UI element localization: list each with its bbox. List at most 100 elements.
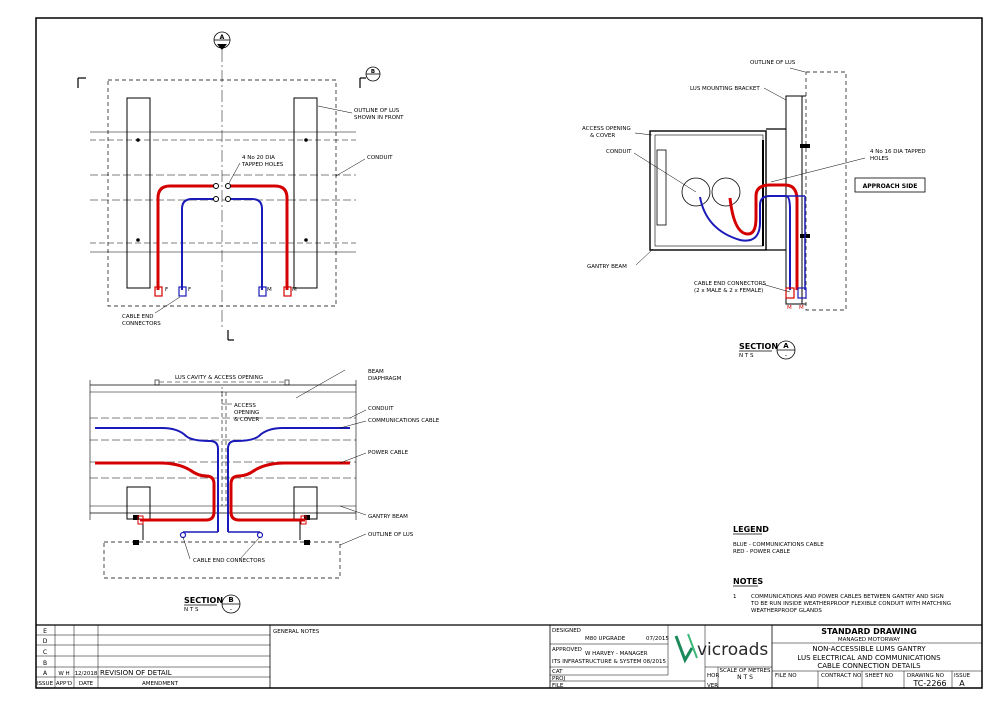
cable-end-label: CABLE END CONNECTORS — [193, 558, 265, 564]
outline-lus-label: OUTLINE OF LUS — [368, 532, 414, 538]
section-a-title: SECTION — [739, 342, 778, 351]
proj-label: PROJ — [552, 676, 565, 682]
note-line-2: TO BE RUN INSIDE WEATHERPROOF FLEXIBLE C… — [750, 601, 951, 607]
cable-end-label-2: (2 x MALE & 2 x FEMALE) — [694, 288, 763, 294]
access-opening-label-3: & COVER — [234, 417, 259, 423]
vicroads-logo-text: vicroads — [697, 640, 768, 660]
comms-cable-label: COMMUNICATIONS CABLE — [368, 418, 440, 424]
drawing-title-1: NON-ACCESSIBLE LUMS GANTRY — [812, 645, 926, 653]
designed-value: M80 UPGRADE — [585, 636, 626, 642]
header-date: DATE — [79, 681, 94, 687]
notes: NOTES 1 COMMUNICATIONS AND POWER CABLES … — [733, 577, 951, 614]
issue-value: A — [959, 679, 965, 688]
access-opening-label-2: OPENING — [234, 410, 259, 416]
legend-red: RED - POWER CABLE — [733, 549, 791, 555]
female-label: F — [165, 287, 168, 293]
note-line-3: WEATHERPROOF GLANDS — [751, 608, 822, 614]
male-label: M — [787, 305, 792, 311]
section-a-view: M M OUTLINE OF LUS LUS MOUNTING BRACKET … — [582, 60, 926, 360]
lus-cavity-label: LUS CAVITY & ACCESS OPENING — [175, 375, 263, 381]
mounting-bracket-right — [293, 97, 318, 289]
header-appd: APP'D — [56, 681, 72, 687]
approach-side-label: APPROACH SIDE — [863, 183, 918, 190]
hor-label: HOR — [707, 673, 719, 679]
section-a-scale: N T S — [739, 353, 754, 359]
gantry-beam-section — [649, 130, 767, 251]
gantry-beam-label: GANTRY BEAM — [368, 514, 408, 520]
designed-label: DESIGNED — [552, 628, 581, 634]
issue-a-amendment: REVISION OF DETAIL — [100, 669, 172, 677]
issue-a-appd: W H — [58, 671, 69, 677]
legend-title: LEGEND — [733, 525, 769, 534]
comms-cable-left — [95, 427, 219, 532]
access-opening-label-2: & COVER — [590, 133, 615, 139]
svg-text:-: - — [230, 606, 232, 613]
mounting-bracket-left — [126, 97, 151, 289]
power-cable-left — [95, 461, 216, 522]
lus-outline — [805, 71, 847, 311]
file-no-label: FILE NO — [775, 673, 797, 679]
mounting-bracket-label: LUS MOUNTING BRACKET — [690, 86, 760, 92]
svg-text:-: - — [785, 352, 787, 359]
power-cable — [728, 183, 799, 290]
cable-end-label-2: CONNECTORS — [122, 321, 161, 327]
contract-no-label: CONTRACT NO — [821, 673, 862, 679]
comms-cable — [699, 195, 791, 290]
scale-label: SCALE OF METRES — [720, 668, 771, 674]
section-b-marker-letter: B — [371, 69, 375, 75]
comms-cable-right — [228, 198, 263, 290]
conduit-circle — [681, 177, 711, 207]
issue-d: D — [43, 638, 48, 645]
section-b-scale: N T S — [184, 607, 199, 613]
comms-cable-left — [181, 198, 216, 290]
issue-a: A — [43, 670, 48, 677]
file-label: FILE — [552, 683, 564, 689]
header-issue: ISSUE — [37, 681, 54, 687]
legend-blue: BLUE - COMMUNICATIONS CABLE — [733, 542, 824, 548]
conduit-label: CONDUIT — [606, 149, 632, 155]
section-a-title-letter: A — [783, 342, 789, 350]
scale-value: N T S — [737, 674, 753, 681]
issue-label: ISSUE — [954, 673, 971, 679]
male-label: M — [292, 287, 297, 293]
cable-end-connector — [178, 286, 187, 297]
drawing-no-value: TC-2266 — [912, 679, 946, 688]
sheet-border — [35, 17, 983, 689]
drawing-title-3: CABLE CONNECTION DETAILS — [817, 662, 921, 670]
section-b-view: LUS CAVITY & ACCESS OPENING BEAM DIAPHRA… — [89, 369, 440, 614]
power-cable-left — [156, 184, 216, 290]
cat-label: CAT — [552, 669, 563, 675]
outline-lus-label: OUTLINE OF LUS — [750, 60, 796, 66]
general-notes-label: GENERAL NOTES — [273, 629, 320, 635]
designed-date: 07/2015 — [646, 636, 669, 642]
front-view: A B F F M M OUTLINE OF LUS SHOWN IN F — [77, 31, 404, 341]
note-number: 1 — [733, 594, 737, 600]
approved-dept: ITS INFRASTRUCTURE & SYSTEM 08/2015 — [552, 659, 667, 665]
lus-outline-section-b — [103, 541, 341, 579]
beam-diaphragm-label: BEAM — [368, 369, 384, 375]
section-b-title: SECTION — [184, 596, 223, 605]
drawing-title-2: LUS ELECTRICAL AND COMMUNICATIONS — [797, 654, 941, 662]
male-label: M — [267, 287, 272, 293]
conduit-circle — [711, 177, 741, 207]
approach-side-box — [854, 177, 926, 193]
section-a-marker-letter: A — [220, 34, 225, 41]
drawing-no-label: DRAWING NO — [907, 673, 945, 679]
section-b-title-letter: B — [228, 596, 233, 604]
ver-label: VER — [707, 683, 718, 689]
conduit-label: CONDUIT — [368, 406, 394, 412]
access-opening-label: ACCESS — [234, 403, 256, 409]
issue-a-date: 12/2018 — [75, 671, 98, 677]
cable-end-connector — [283, 286, 292, 297]
cable-end-label: CABLE END — [122, 314, 154, 320]
approved-label: APPROVED — [552, 647, 582, 653]
male-label: M — [799, 305, 804, 311]
cable-end-connector — [258, 286, 267, 297]
cable-end-connector — [154, 286, 163, 297]
issue-b: B — [43, 660, 47, 667]
gantry-beam-label: GANTRY BEAM — [587, 264, 627, 270]
issue-e: E — [43, 628, 47, 635]
sheet-no-label: SHEET NO — [865, 673, 894, 679]
